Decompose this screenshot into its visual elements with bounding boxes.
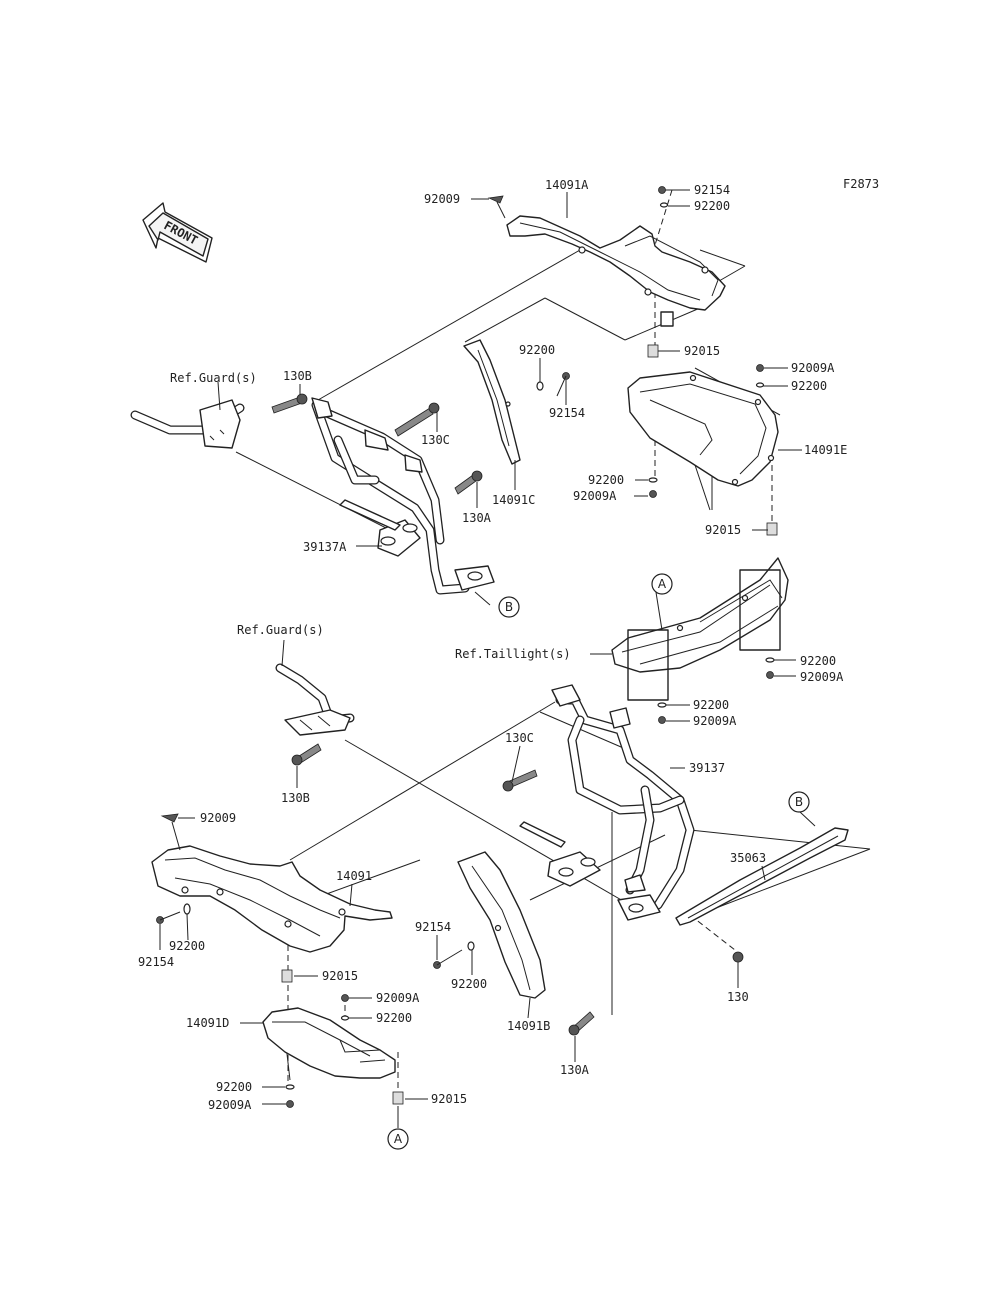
callout-label: 92200: [791, 379, 827, 393]
marker-b-top: B: [498, 596, 520, 618]
callout-label: 92200: [216, 1080, 252, 1094]
svg-text:A: A: [394, 1132, 403, 1146]
svg-text:B: B: [795, 795, 803, 809]
upper-bolts: [271, 393, 483, 495]
callout-label: 39137A: [303, 540, 347, 554]
callout-label: 92200: [376, 1011, 412, 1025]
callout-label: 92200: [694, 199, 730, 213]
callout-label: 130B: [283, 369, 312, 383]
cover-14091e: [627, 371, 779, 487]
callout-leaders: [159, 189, 816, 1128]
upper-fasteners: [487, 186, 778, 536]
callout-label: 92015: [431, 1092, 467, 1106]
callout-label: 130C: [505, 731, 534, 745]
callout-label: 130B: [281, 791, 310, 805]
callout-label: 92154: [415, 920, 451, 934]
callout-label: 92200: [519, 343, 555, 357]
upper-guard-frame: [130, 397, 495, 595]
callout-label: 14091D: [186, 1016, 229, 1030]
mudflap-14091b: [457, 851, 546, 999]
callout-label: 92009A: [208, 1098, 252, 1112]
cover-14091d: [262, 1007, 396, 1079]
svg-text:B: B: [505, 600, 513, 614]
svg-text:A: A: [658, 577, 667, 591]
callout-label: 39137: [689, 761, 725, 775]
callout-label: 92009A: [791, 361, 835, 375]
lower-guard-frame: [275, 663, 695, 921]
callout-label: 92015: [684, 344, 720, 358]
callout-label: 92154: [549, 406, 585, 420]
callout-label: 92015: [322, 969, 358, 983]
callout-label: 92200: [693, 698, 729, 712]
callout-label: 14091B: [507, 1019, 550, 1033]
callout-label: 14091C: [492, 493, 535, 507]
cover-14091a: [506, 215, 726, 327]
figure-code: F2873: [843, 177, 879, 191]
callout-label: 92200: [169, 939, 205, 953]
lower-fasteners: [156, 743, 744, 1108]
callout-label: Ref.Guard(s): [237, 623, 324, 637]
callout-label: 92200: [451, 977, 487, 991]
callout-label: Ref.Guard(s): [170, 371, 257, 385]
upper-leader-lines: [235, 189, 781, 534]
callout-label: 14091: [336, 869, 372, 883]
callout-label: 130C: [421, 433, 450, 447]
callout-label: 92015: [705, 523, 741, 537]
front-arrow-icon: FRONT: [142, 202, 213, 263]
taillight-assembly: [611, 557, 789, 724]
mudflap-14091c: [463, 339, 521, 465]
callout-label: 130A: [462, 511, 492, 525]
callout-label: 92009A: [376, 991, 420, 1005]
callout-label: 92009A: [573, 489, 617, 503]
callout-label: 92200: [588, 473, 624, 487]
marker-a-top: A: [651, 573, 673, 595]
callout-label: 92154: [694, 183, 730, 197]
callout-label: 92009A: [800, 670, 844, 684]
callout-label: 92200: [800, 654, 836, 668]
strap-35063: [675, 827, 849, 926]
callout-label: 92009: [200, 811, 236, 825]
callout-label: 92009: [424, 192, 460, 206]
callout-label: Ref.Taillight(s): [455, 647, 571, 661]
callout-label: 14091A: [545, 178, 589, 192]
marker-a-bottom: A: [387, 1128, 409, 1150]
callout-labels: 92009 14091A 92154 92200 92015 92009A 92…: [138, 178, 847, 1112]
callout-label: 14091E: [804, 443, 847, 457]
callout-label: 92009A: [693, 714, 737, 728]
callout-label: 130A: [560, 1063, 590, 1077]
marker-b-bottom: B: [788, 791, 810, 813]
cover-14091: [151, 813, 393, 953]
callout-label: 92154: [138, 955, 174, 969]
callout-label: 35063: [730, 851, 766, 865]
callout-label: 130: [727, 990, 749, 1004]
